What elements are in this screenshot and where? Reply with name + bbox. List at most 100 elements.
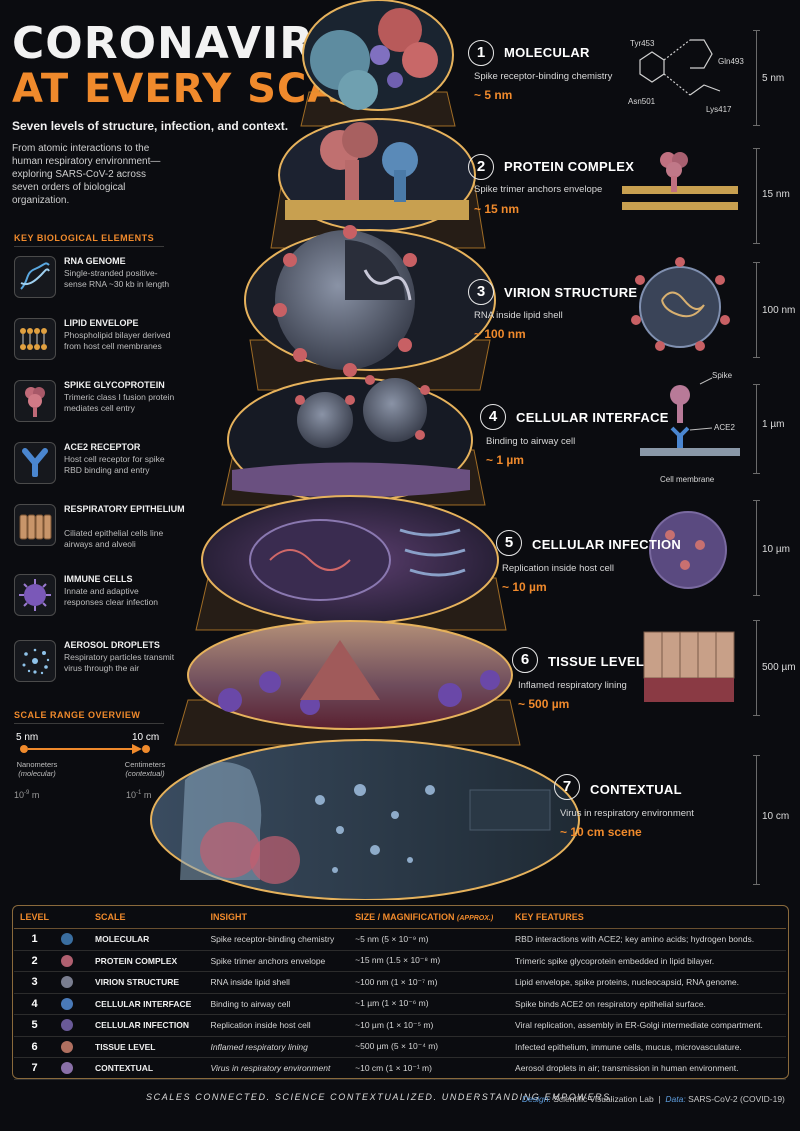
row-insight: Replication inside host cell xyxy=(204,1014,350,1037)
level-number: 1 xyxy=(468,40,494,66)
scale-max-caption: Centimeters (contextual) xyxy=(120,760,170,778)
level-number: 4 xyxy=(480,404,506,430)
col-size-approx: (APPROX.) xyxy=(457,915,494,922)
table-row: 5 CELLULAR INFECTION Replication inside … xyxy=(14,1014,786,1037)
mol-label-a: Tyr453 xyxy=(630,39,655,48)
intro-text: From atomic interactions to the human re… xyxy=(12,143,161,206)
row-level: 2 xyxy=(14,950,56,972)
element-name: SPIKE GLYCOPROTEIN xyxy=(64,380,165,390)
human-context-icon xyxy=(55,1057,90,1080)
scale-range-arrow xyxy=(20,744,150,754)
size-value: ~5 nm xyxy=(355,933,380,944)
scale-bar-6 xyxy=(753,620,760,716)
size-value: ~10 µm xyxy=(355,1019,384,1030)
col-features: KEY FEATURES xyxy=(509,906,786,929)
level-number: 6 xyxy=(512,647,538,673)
caption-main: Centimeters xyxy=(124,760,166,769)
level-desc: Inflamed respiratory lining xyxy=(518,680,627,691)
scale-label-1: 5 nm xyxy=(762,73,785,84)
row-level: 3 xyxy=(14,971,56,994)
level-number: 3 xyxy=(468,279,494,305)
element-desc: Phospholipid bilayer derived from host c… xyxy=(64,330,171,351)
tissue-view xyxy=(187,620,513,730)
scale-label-3: 100 nm xyxy=(762,305,796,316)
row-level: 4 xyxy=(14,993,56,1015)
level-name: TISSUE LEVEL xyxy=(548,654,645,669)
size-mag: (5 × 10⁻⁹ m) xyxy=(381,933,429,944)
table-row: 7 CONTEXTUAL Virus in respiratory enviro… xyxy=(14,1057,786,1080)
rna-helix-icon xyxy=(14,256,56,298)
scale-max-value: 10 cm xyxy=(132,732,160,743)
row-features: Lipid envelope, spike proteins, nucleoca… xyxy=(509,971,786,994)
element-rna-genome: RNA GENOME Single-stranded positive-sens… xyxy=(14,252,184,308)
element-name: LIPID ENVELOPE xyxy=(64,318,139,328)
level-name: CELLULAR INFECTION xyxy=(532,537,682,552)
row-insight: Spike receptor-binding chemistry xyxy=(204,928,350,951)
mini-virion xyxy=(631,257,730,351)
element-name: RESPIRATORY EPITHELIUM xyxy=(64,504,185,514)
scale-label-6: 500 µm xyxy=(762,662,796,673)
tissue-icon xyxy=(55,1036,90,1058)
scale-max-exponent: 10-1 m xyxy=(126,790,151,800)
row-insight: Spike trimer anchors envelope xyxy=(204,950,350,972)
element-name: AEROSOL DROPLETS xyxy=(64,640,160,650)
element-name: IMMUNE CELLS xyxy=(64,574,133,584)
footer-tagline: SCALES CONNECTED. SCIENCE CONTEXTUALIZED… xyxy=(146,1092,615,1102)
element-desc: Trimeric class I fusion protein mediates… xyxy=(64,392,175,413)
level-name: CELLULAR INTERFACE xyxy=(516,410,669,425)
level-size: ~ 10 cm scene xyxy=(560,825,642,839)
mol-label-c: Asn501 xyxy=(628,97,656,106)
row-features: RBD interactions with ACE2; key amino ac… xyxy=(509,928,786,951)
col-insight: INSIGHT xyxy=(204,906,350,929)
scale-min-value: 5 nm xyxy=(16,732,39,743)
element-lipid-envelope: LIPID ENVELOPE Phospholipid bilayer deri… xyxy=(14,314,184,370)
immune-cell-icon xyxy=(14,574,56,616)
spike-protein-icon xyxy=(14,380,56,422)
size-mag: (5 × 10⁻⁴ m) xyxy=(391,1041,439,1052)
row-scale: VIRION STRUCTURE xyxy=(89,971,205,994)
col-size: SIZE / MAGNIFICATION (APPROX.) xyxy=(349,906,510,929)
level-size: ~ 100 nm xyxy=(474,327,526,341)
scale-min-exponent: 10-9 m xyxy=(14,790,39,800)
scale-label-4: 1 µm xyxy=(762,419,785,430)
row-size: ~15 nm (1.5 × 10⁻⁸ m) xyxy=(349,950,510,972)
protein-complex-view xyxy=(278,118,476,232)
element-desc: Innate and adaptive responses clear infe… xyxy=(64,586,159,607)
level-desc: RNA inside lipid shell xyxy=(474,310,563,321)
level-size: ~ 500 µm xyxy=(518,697,570,711)
interface-label-spike: Spike xyxy=(712,371,733,380)
row-size: ~100 nm (1 × 10⁻⁷ m) xyxy=(349,971,510,994)
element-respiratory-epithelium: RESPIRATORY EPITHELIUM Ciliated epitheli… xyxy=(14,500,185,556)
table-row: 6 TISSUE LEVEL Inflamed respiratory lini… xyxy=(14,1036,786,1058)
scale-overview-heading: SCALE RANGE OVERVIEW xyxy=(14,710,141,720)
element-aerosol-droplets: AEROSOL DROPLETS Respiratory particles t… xyxy=(14,636,184,692)
size-mag: (1 × 10⁻¹ m) xyxy=(385,1062,432,1073)
exp-pow: -9 xyxy=(24,790,30,796)
summary-table: LEVEL SCALE INSIGHT SIZE / MAGNIFICATION… xyxy=(14,906,786,1080)
row-features: Aerosol droplets in air; transmission in… xyxy=(509,1057,786,1080)
exp-pow: -1 xyxy=(136,790,142,796)
exp-unit: m xyxy=(143,790,152,800)
row-scale: CELLULAR INTERFACE xyxy=(89,993,205,1015)
spike-protein-icon xyxy=(55,950,90,972)
row-scale: MOLECULAR xyxy=(89,928,205,951)
level-name: MOLECULAR xyxy=(504,45,590,60)
contextual-view xyxy=(150,739,580,900)
col-level: LEVEL xyxy=(14,906,56,929)
size-value: ~15 nm xyxy=(355,955,384,966)
divider xyxy=(14,246,164,247)
table-header-row: LEVEL SCALE INSIGHT SIZE / MAGNIFICATION… xyxy=(14,906,786,929)
mini-molecule xyxy=(639,39,721,96)
size-value: ~10 cm xyxy=(355,1062,384,1073)
size-value: ~100 nm xyxy=(355,976,389,987)
element-ace2-receptor: ACE2 RECEPTOR Host cell receptor for spi… xyxy=(14,438,184,494)
exp-base: 10 xyxy=(14,790,25,800)
infected-cell-icon xyxy=(55,1014,90,1037)
divider xyxy=(14,723,164,724)
row-level: 1 xyxy=(14,928,56,951)
design-value: Scientific Visualization Lab xyxy=(553,1094,654,1104)
level-desc: Binding to airway cell xyxy=(486,436,576,447)
cellular-interface-view xyxy=(227,375,473,503)
element-spike-glycoprotein: SPIKE GLYCOPROTEIN Trimeric class I fusi… xyxy=(14,376,184,432)
scale-bar-7 xyxy=(753,755,760,885)
